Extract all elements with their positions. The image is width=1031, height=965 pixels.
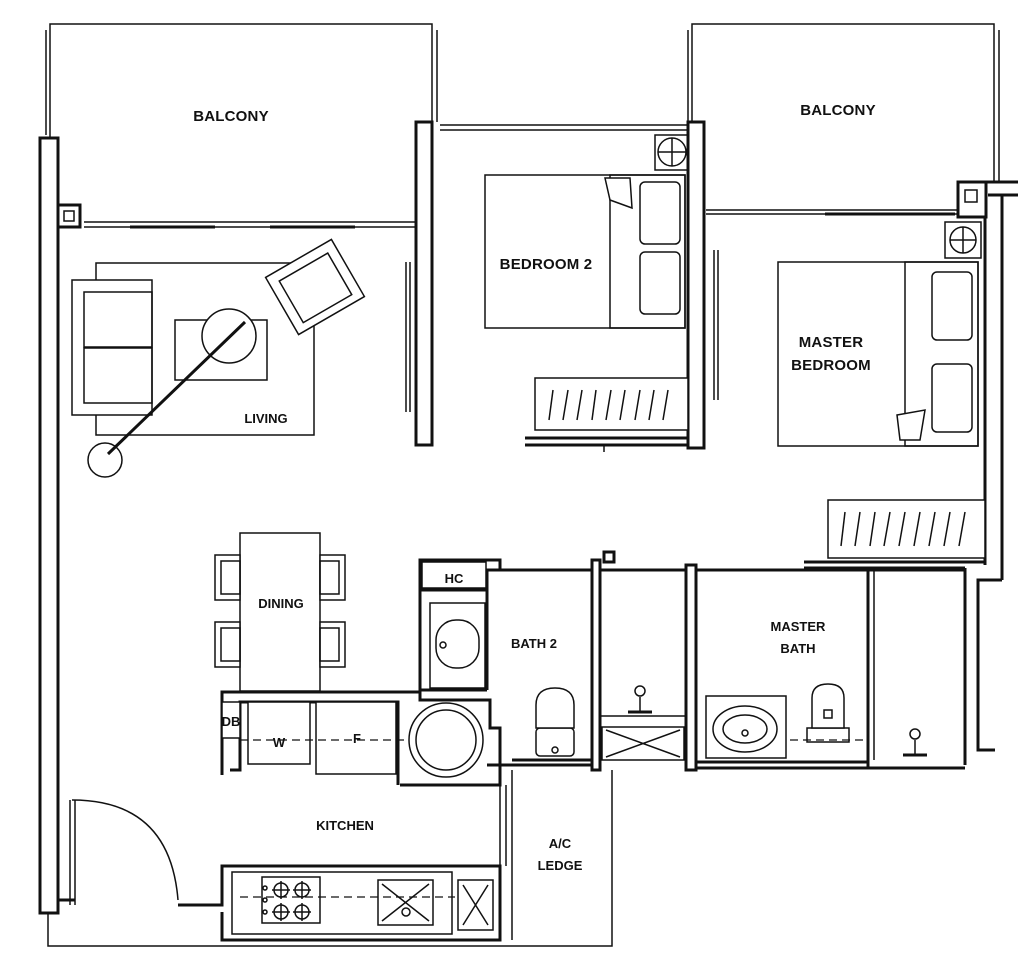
- washer-label: W: [273, 735, 286, 750]
- living-room: LIVING: [71, 238, 366, 478]
- toilet-bath2: [535, 727, 575, 757]
- dining-area: DINING: [214, 532, 346, 692]
- exterior-walls: [38, 120, 1018, 915]
- balcony-right-label: BALCONY: [800, 102, 876, 119]
- dining-table: [239, 532, 321, 692]
- master-bedroom: MASTER BEDROOM: [777, 221, 986, 559]
- ac-ledge: A/C LEDGE: [538, 836, 583, 873]
- washer: [247, 701, 311, 765]
- master-bath: MASTER BATH: [696, 568, 965, 770]
- balcony-right: BALCONY: [687, 23, 1000, 182]
- master-bath-label-1: MASTER: [771, 619, 827, 634]
- ac-ledge-label-2: LEDGE: [538, 858, 583, 873]
- entrance-door-swing: [71, 799, 179, 901]
- kitchen-label: KITCHEN: [316, 818, 374, 833]
- fridge: [315, 701, 397, 775]
- bath-2-label: BATH 2: [511, 636, 557, 651]
- cooktop: [261, 876, 321, 924]
- db-label: DB: [222, 714, 241, 729]
- ac-ledge-label-1: A/C: [549, 836, 572, 851]
- kitchen: DB W F KITCHEN: [47, 690, 613, 947]
- master-bedroom-label-1: MASTER: [799, 334, 864, 351]
- floor-lamp: [87, 442, 123, 478]
- wardrobe-bedroom-2: [534, 377, 689, 431]
- hc-label: HC: [445, 571, 464, 586]
- living-label: LIVING: [244, 411, 287, 426]
- balcony-left: BALCONY: [45, 23, 438, 222]
- basin-bath2: [435, 619, 480, 669]
- bedroom-2: BEDROOM 2: [484, 134, 689, 431]
- fridge-label: F: [353, 731, 361, 746]
- wardrobe-master: [827, 499, 986, 559]
- water-tank: [408, 702, 484, 778]
- bath-2: HC BATH 2: [418, 550, 698, 772]
- bedroom-2-label: BEDROOM 2: [500, 256, 593, 273]
- master-bedroom-label-2: BEDROOM: [791, 357, 871, 374]
- dining-label: DINING: [258, 596, 304, 611]
- armchair: [264, 238, 366, 336]
- master-bath-label-2: BATH: [780, 641, 815, 656]
- balcony-left-label: BALCONY: [193, 108, 269, 125]
